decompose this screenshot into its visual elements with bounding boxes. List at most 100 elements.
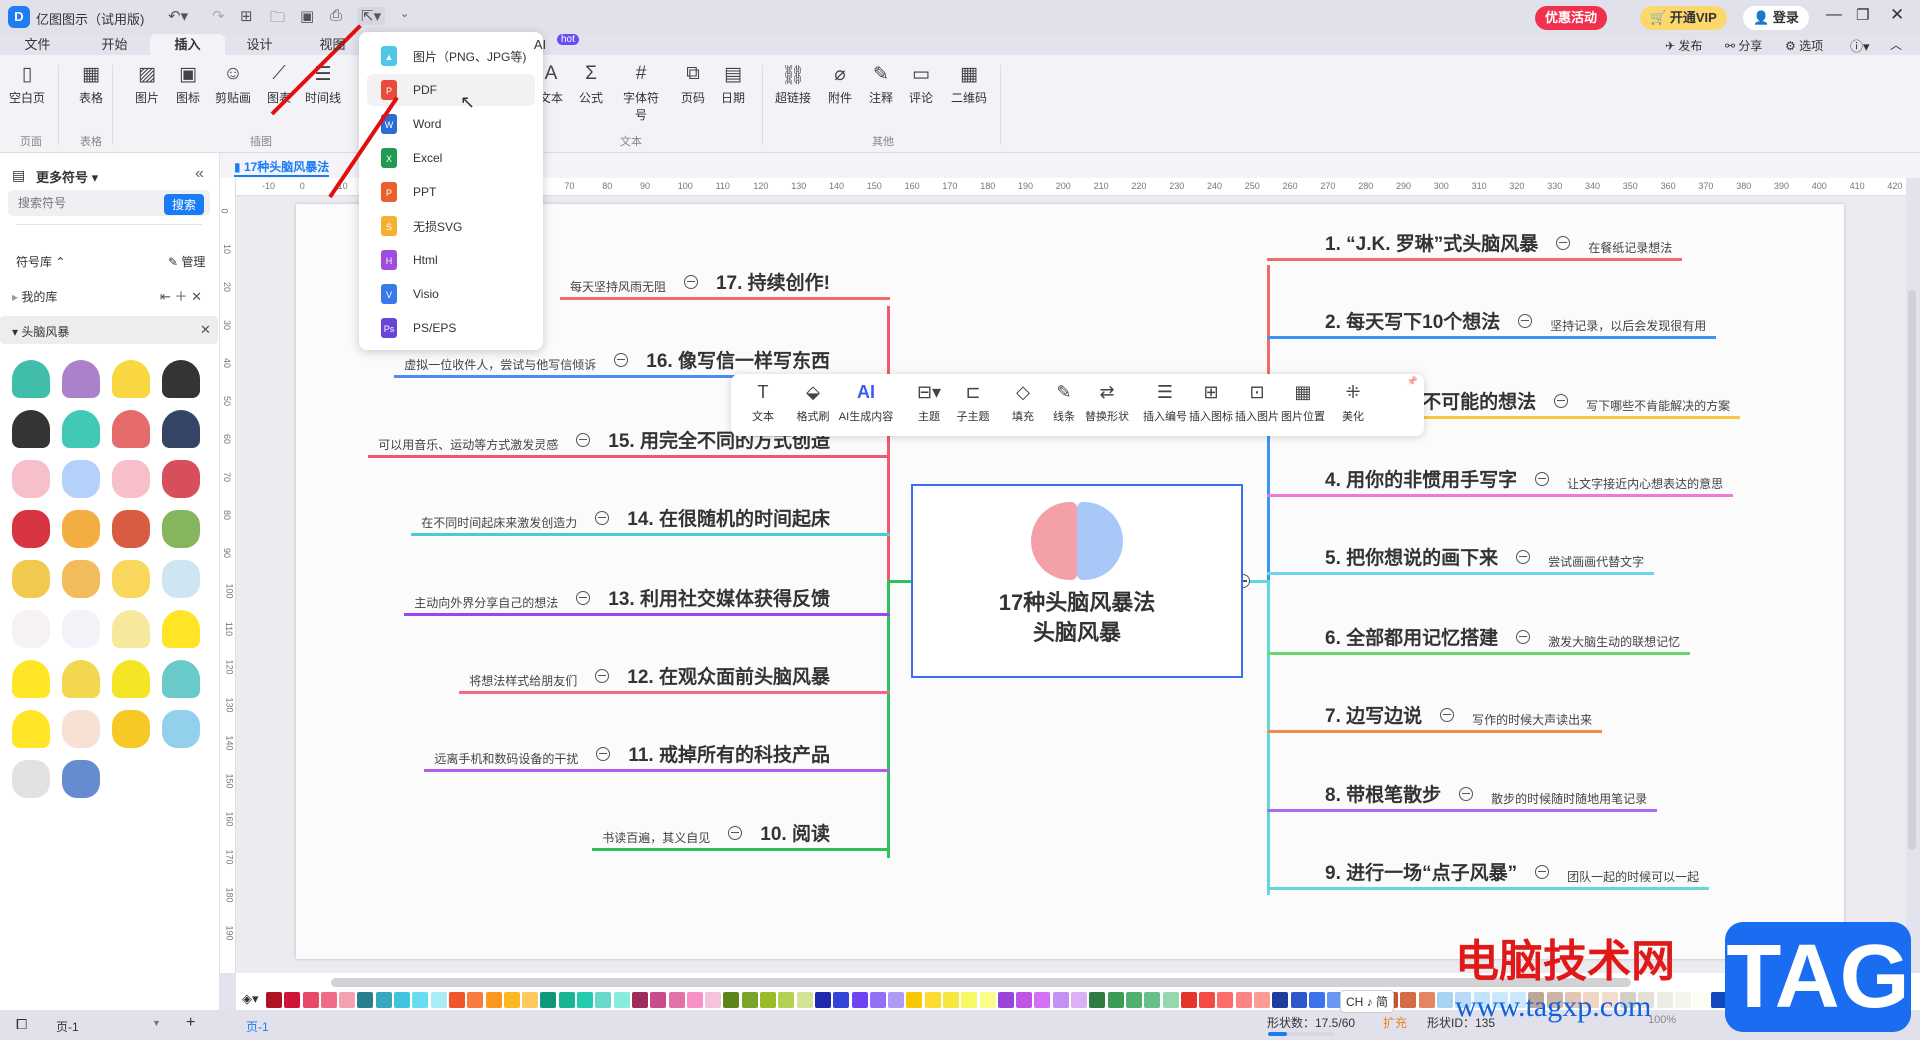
ribbon-button-11[interactable]: ▤日期: [710, 63, 756, 106]
float-tool-1[interactable]: ⬙格式刷: [789, 382, 837, 424]
ribbon-button-0[interactable]: ▯空白页: [4, 63, 50, 106]
pin-icon[interactable]: 📌: [1406, 376, 1418, 386]
branch-description[interactable]: 每天坚持风雨无阻: [569, 280, 666, 294]
undo-icon[interactable]: ↶▾: [168, 8, 189, 25]
color-swatch[interactable]: [320, 992, 337, 1008]
collapse-icon[interactable]: [1440, 707, 1455, 722]
redo-icon[interactable]: ↷: [212, 8, 225, 25]
color-swatch[interactable]: [522, 992, 539, 1008]
float-tool-8[interactable]: ☰插入编号: [1141, 382, 1189, 424]
color-swatch[interactable]: [1290, 992, 1307, 1008]
branch-description[interactable]: 团队一起的时候可以一起: [1567, 870, 1700, 884]
branch-title[interactable]: 16. 像写信一样写东西: [646, 351, 830, 372]
collapse-icon[interactable]: [1554, 393, 1569, 408]
close-icon[interactable]: ✕: [1890, 5, 1905, 24]
color-swatch[interactable]: [705, 992, 722, 1008]
color-swatch[interactable]: [668, 992, 685, 1008]
help-icon[interactable]: ⓘ▾: [1850, 39, 1870, 54]
brainstorm-symbol-icon[interactable]: [162, 410, 200, 448]
page-tab[interactable]: 页-1: [246, 1020, 269, 1034]
central-topic[interactable]: 17种头脑风暴法 头脑风暴: [911, 484, 1243, 678]
search-symbol-input[interactable]: [8, 190, 148, 216]
branch-title[interactable]: 14. 在很随机的时间起床: [627, 509, 830, 530]
more-symbols-dropdown[interactable]: 更多符号 ▾: [36, 170, 99, 185]
color-swatch[interactable]: [1272, 992, 1289, 1008]
new-icon[interactable]: ⊞: [240, 8, 253, 25]
brainstorm-symbol-icon[interactable]: [162, 460, 200, 498]
brainstorm-symbol-icon[interactable]: [12, 410, 50, 448]
float-tool-4[interactable]: ⊏子主题: [949, 382, 997, 424]
branch-title[interactable]: 15. 用完全不同的方式创造: [608, 431, 830, 452]
fill-bucket-icon[interactable]: ◈▾: [242, 991, 259, 1006]
branch-description[interactable]: 在餐纸记录想法: [1588, 241, 1673, 255]
color-swatch[interactable]: [1491, 992, 1508, 1008]
color-swatch[interactable]: [1565, 992, 1582, 1008]
ribbon-button-4[interactable]: ☺剪贴画: [210, 63, 256, 106]
color-swatch[interactable]: [1656, 992, 1673, 1008]
color-swatch[interactable]: [924, 992, 941, 1008]
brainstorm-symbol-icon[interactable]: [62, 710, 100, 748]
brainstorm-symbol-icon[interactable]: [62, 510, 100, 548]
save-icon[interactable]: ▣: [300, 8, 315, 25]
float-tool-11[interactable]: ▦图片位置: [1279, 382, 1327, 424]
float-tool-7[interactable]: ⇄替换形状: [1083, 382, 1131, 424]
brainstorm-symbol-icon[interactable]: [112, 460, 150, 498]
horizontal-scrollbar[interactable]: [331, 978, 1631, 987]
color-swatch[interactable]: [1034, 992, 1051, 1008]
branch-description[interactable]: 尝试画画代替文字: [1548, 555, 1645, 569]
branch-title[interactable]: 1. “J.K. 罗琳”式头脑风暴: [1325, 234, 1539, 255]
color-swatch[interactable]: [613, 992, 630, 1008]
export-menu-item-0[interactable]: ▲图片（PNG、JPG等): [367, 40, 535, 72]
doc-tab-brainstorm[interactable]: ▮ 17种头脑风暴法: [234, 158, 330, 177]
color-swatch[interactable]: [814, 992, 831, 1008]
brainstorm-symbol-icon[interactable]: [12, 510, 50, 548]
color-swatch[interactable]: [1144, 992, 1161, 1008]
ribbon-button-10[interactable]: ⧉页码: [670, 63, 716, 106]
collapse-icon[interactable]: [596, 746, 611, 761]
color-swatch[interactable]: [851, 992, 868, 1008]
share-button[interactable]: ⚯ 分享: [1725, 39, 1763, 53]
tab-5[interactable]: AI: [533, 37, 547, 52]
branch-title[interactable]: 6. 全部都用记忆搭建: [1325, 628, 1499, 649]
collapse-icon[interactable]: [595, 668, 610, 683]
color-swatch[interactable]: [1071, 992, 1088, 1008]
color-swatch[interactable]: [1235, 992, 1252, 1008]
restore-icon[interactable]: ❐: [1856, 7, 1870, 24]
ribbon-button-3[interactable]: ▣图标: [165, 63, 211, 106]
branch-title[interactable]: 2. 每天写下10个想法: [1325, 312, 1501, 333]
color-swatch[interactable]: [266, 992, 282, 1008]
tab-4[interactable]: 视图: [319, 37, 346, 52]
color-swatch[interactable]: [558, 992, 575, 1008]
color-swatch[interactable]: [796, 992, 813, 1008]
right-branch-topic[interactable]: 4. 用你的非惯用手写字让文字接近内心想表达的意思: [1267, 463, 1734, 497]
symbol-library-toggle[interactable]: 符号库 ⌃: [16, 255, 66, 269]
color-swatch[interactable]: [631, 992, 648, 1008]
ribbon-button-14[interactable]: ✎注释: [858, 63, 904, 106]
branch-title[interactable]: 10. 阅读: [760, 824, 830, 845]
color-swatch[interactable]: [1418, 992, 1435, 1008]
color-swatch[interactable]: [1400, 992, 1417, 1008]
branch-description[interactable]: 虚拟一位收件人，尝试与他写信倾诉: [404, 358, 597, 372]
brainstorm-symbol-icon[interactable]: [62, 610, 100, 648]
brainstorm-symbol-icon[interactable]: [112, 710, 150, 748]
right-branch-topic[interactable]: 1. “J.K. 罗琳”式头脑风暴 在餐纸记录想法: [1267, 227, 1683, 261]
brainstorm-symbol-icon[interactable]: [112, 560, 150, 598]
zoom-level[interactable]: 100%: [1648, 1014, 1677, 1026]
brainstorm-symbol-icon[interactable]: [62, 460, 100, 498]
color-swatch[interactable]: [1180, 992, 1197, 1008]
color-swatch[interactable]: [339, 992, 356, 1008]
branch-description[interactable]: 在不同时间起床来激发创造力: [421, 516, 578, 530]
color-swatch[interactable]: [467, 992, 484, 1008]
manage-button[interactable]: ✎ 管理: [168, 255, 206, 269]
brainstorm-symbol-icon[interactable]: [62, 760, 100, 798]
collapse-icon[interactable]: [576, 432, 591, 447]
color-swatch[interactable]: [1546, 992, 1563, 1008]
color-swatch[interactable]: [686, 992, 703, 1008]
brainstorm-symbol-icon[interactable]: [12, 660, 50, 698]
